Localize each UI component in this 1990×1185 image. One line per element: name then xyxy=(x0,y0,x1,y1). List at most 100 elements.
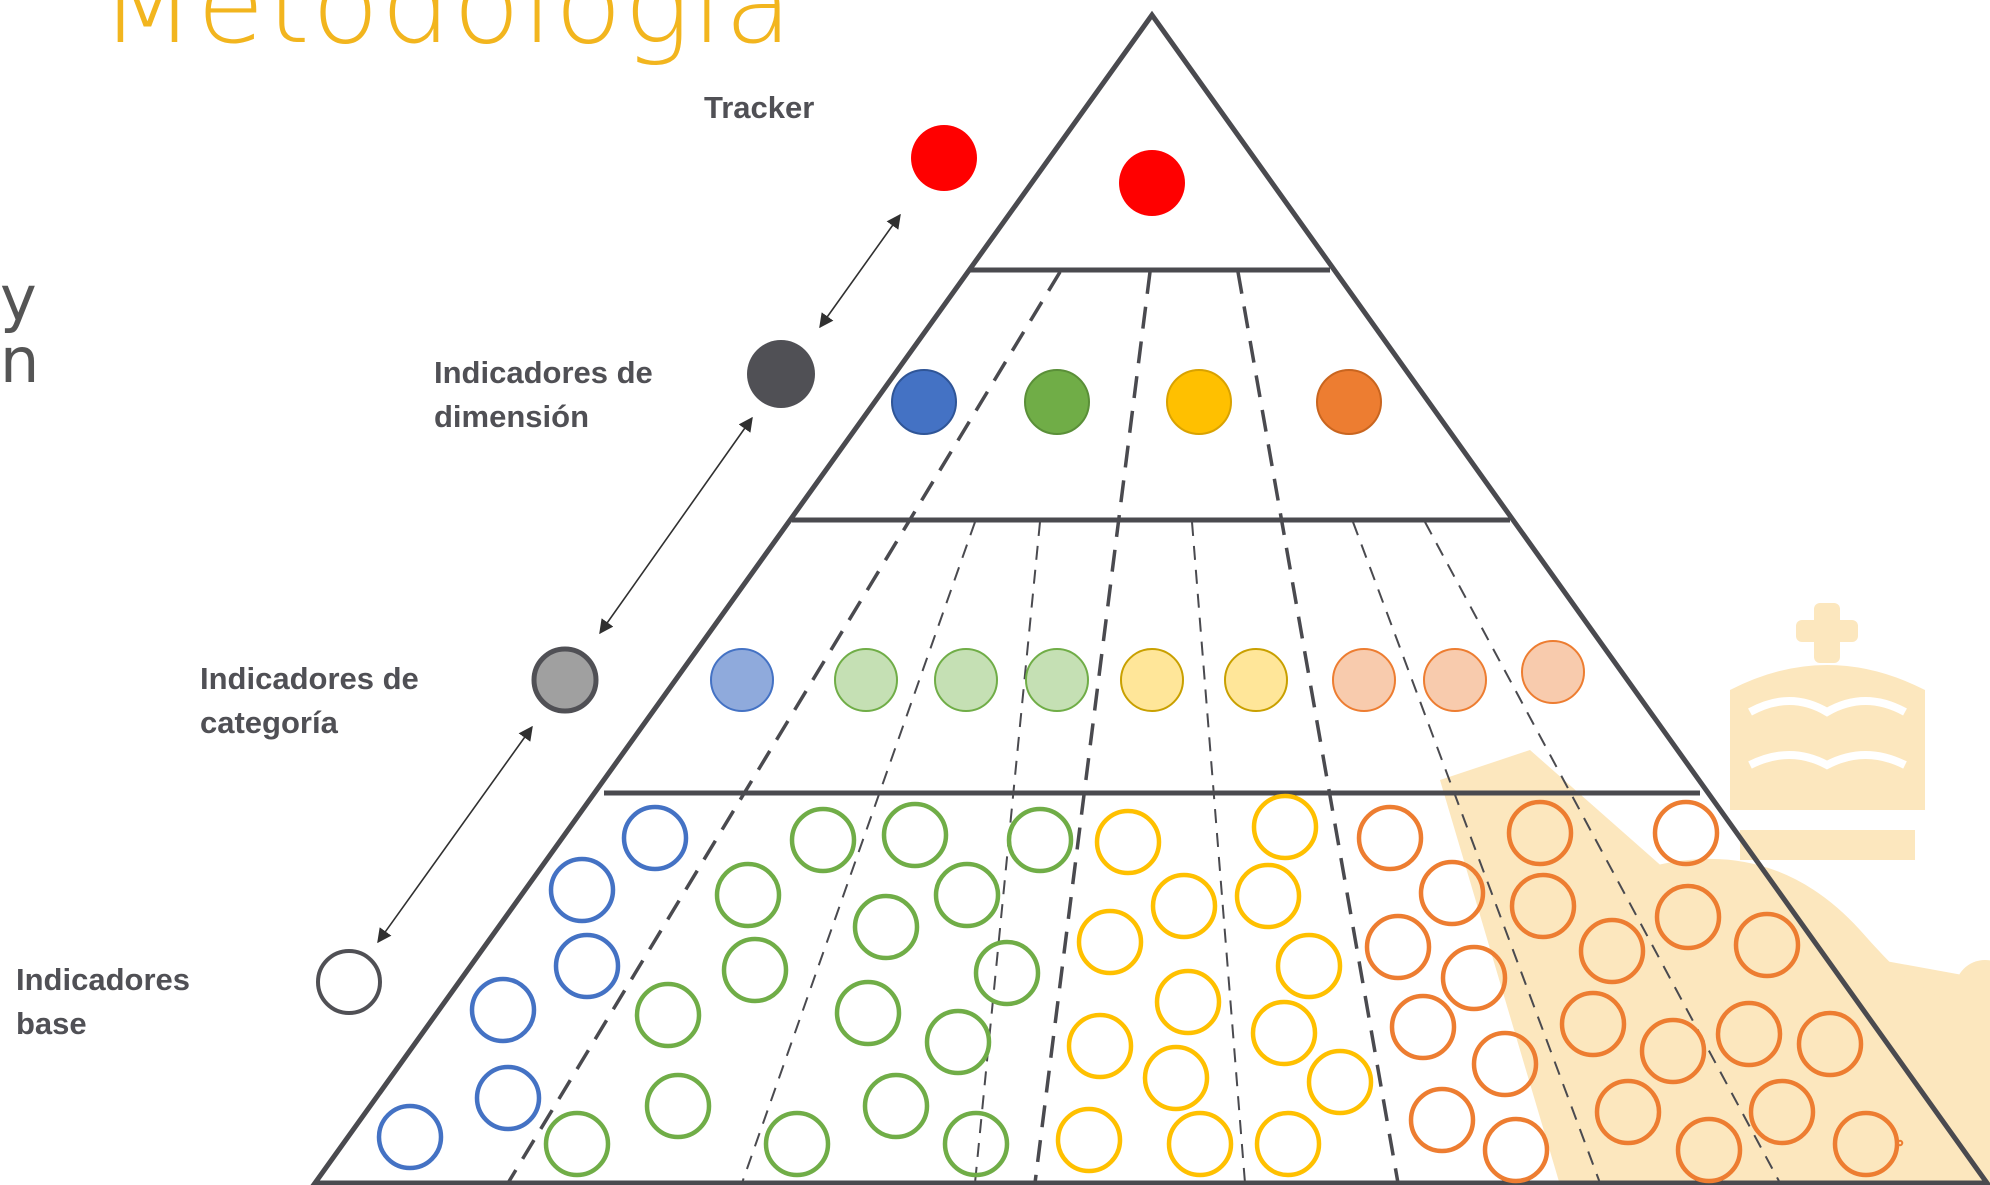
base-node xyxy=(621,804,689,872)
base-node xyxy=(1076,908,1144,976)
category-node xyxy=(834,648,898,712)
label-base-line2: base xyxy=(16,1006,87,1041)
base-node xyxy=(852,893,920,961)
base-node xyxy=(1166,1110,1234,1178)
dimension-node xyxy=(1316,369,1382,435)
dimension-dividers xyxy=(506,271,1400,1184)
base-node xyxy=(1389,993,1457,1061)
base-node xyxy=(1559,990,1627,1058)
base-node xyxy=(933,861,1001,929)
base-node xyxy=(1471,1030,1539,1098)
base-node xyxy=(1055,1106,1123,1174)
base-nodes-green xyxy=(543,801,1074,1178)
category-node xyxy=(1332,648,1396,712)
base-node xyxy=(1250,999,1318,1067)
legend-marker-dimension xyxy=(747,340,815,408)
base-node xyxy=(644,1072,712,1140)
base-node xyxy=(834,979,902,1047)
dimension-node xyxy=(1166,369,1232,435)
category-node xyxy=(1224,648,1288,712)
base-node xyxy=(1594,1078,1662,1146)
base-node xyxy=(1896,1139,1904,1147)
base-node xyxy=(1142,1044,1210,1112)
category-node xyxy=(1521,640,1585,704)
base-node xyxy=(469,976,537,1044)
base-node xyxy=(721,936,789,1004)
label-base: Indicadores base xyxy=(16,958,190,1046)
double-arrow-icon xyxy=(599,416,753,635)
base-nodes-yellow xyxy=(1055,793,1374,1178)
base-node xyxy=(714,861,782,929)
base-node xyxy=(942,1110,1010,1178)
label-category-line1: Indicadores de xyxy=(200,661,419,696)
base-node xyxy=(1150,872,1218,940)
base-node xyxy=(1440,944,1508,1012)
base-node xyxy=(1796,1010,1864,1078)
legend-marker-base xyxy=(316,949,382,1015)
base-node xyxy=(1234,862,1302,930)
base-node xyxy=(862,1072,930,1140)
category-nodes xyxy=(710,640,1585,712)
base-node xyxy=(881,801,949,869)
base-node xyxy=(1675,1116,1743,1184)
crowned-seal-watermark-icon xyxy=(1440,603,1990,1185)
double-arrow-icon xyxy=(819,213,901,329)
base-node xyxy=(1509,872,1577,940)
base-node xyxy=(1578,917,1646,985)
label-dimension-line1: Indicadores de xyxy=(434,355,653,390)
base-node xyxy=(634,981,702,1049)
base-node xyxy=(1654,883,1722,951)
base-node xyxy=(1482,1116,1550,1184)
base-node xyxy=(1254,1110,1322,1178)
base-node xyxy=(1356,804,1424,872)
page-title: Metodología xyxy=(100,0,794,68)
label-base-line1: Indicadores xyxy=(16,962,190,997)
base-node xyxy=(1066,1012,1134,1080)
label-category-line2: categoría xyxy=(200,705,338,740)
base-node xyxy=(553,932,621,1000)
base-node xyxy=(1094,808,1162,876)
base-node xyxy=(789,806,857,874)
base-node xyxy=(1306,1048,1374,1116)
dimension-nodes xyxy=(891,369,1382,435)
base-node xyxy=(1748,1078,1816,1146)
base-node xyxy=(1506,799,1574,867)
label-dimension-line2: dimensión xyxy=(434,399,590,434)
category-dividers xyxy=(741,521,1781,1184)
double-arrow-icon xyxy=(377,725,533,944)
base-node xyxy=(1251,793,1319,861)
category-node xyxy=(1025,648,1089,712)
base-node xyxy=(1408,1086,1476,1154)
dimension-node xyxy=(891,369,957,435)
category-node xyxy=(710,648,774,712)
category-node xyxy=(934,648,998,712)
legend-marker-category xyxy=(531,646,599,714)
base-node xyxy=(1154,968,1222,1036)
level-connector-arrows xyxy=(377,213,901,944)
base-node xyxy=(973,939,1041,1007)
base-node xyxy=(763,1110,831,1178)
base-node xyxy=(1715,1000,1783,1068)
base-node xyxy=(474,1064,542,1132)
label-category: Indicadores de categoría xyxy=(200,657,419,745)
base-node xyxy=(924,1008,992,1076)
category-node xyxy=(1120,648,1184,712)
label-tracker: Tracker xyxy=(704,90,815,125)
base-node xyxy=(1652,799,1720,867)
base-node xyxy=(1639,1017,1707,1085)
base-nodes-blue xyxy=(376,804,689,1171)
crown-detail xyxy=(1748,697,1907,770)
base-node xyxy=(543,1110,611,1178)
base-node xyxy=(1733,911,1801,979)
category-node xyxy=(1423,648,1487,712)
base-node xyxy=(548,856,616,924)
cut-off-text-fragment: y xyxy=(0,262,37,335)
legend-marker-tracker xyxy=(911,125,977,191)
label-dimension: Indicadores de dimensión xyxy=(434,351,653,439)
tracker-node xyxy=(1119,150,1185,216)
dimension-node xyxy=(1024,369,1090,435)
base-nodes xyxy=(376,793,1904,1184)
base-node xyxy=(1364,913,1432,981)
base-node xyxy=(1275,932,1343,1000)
